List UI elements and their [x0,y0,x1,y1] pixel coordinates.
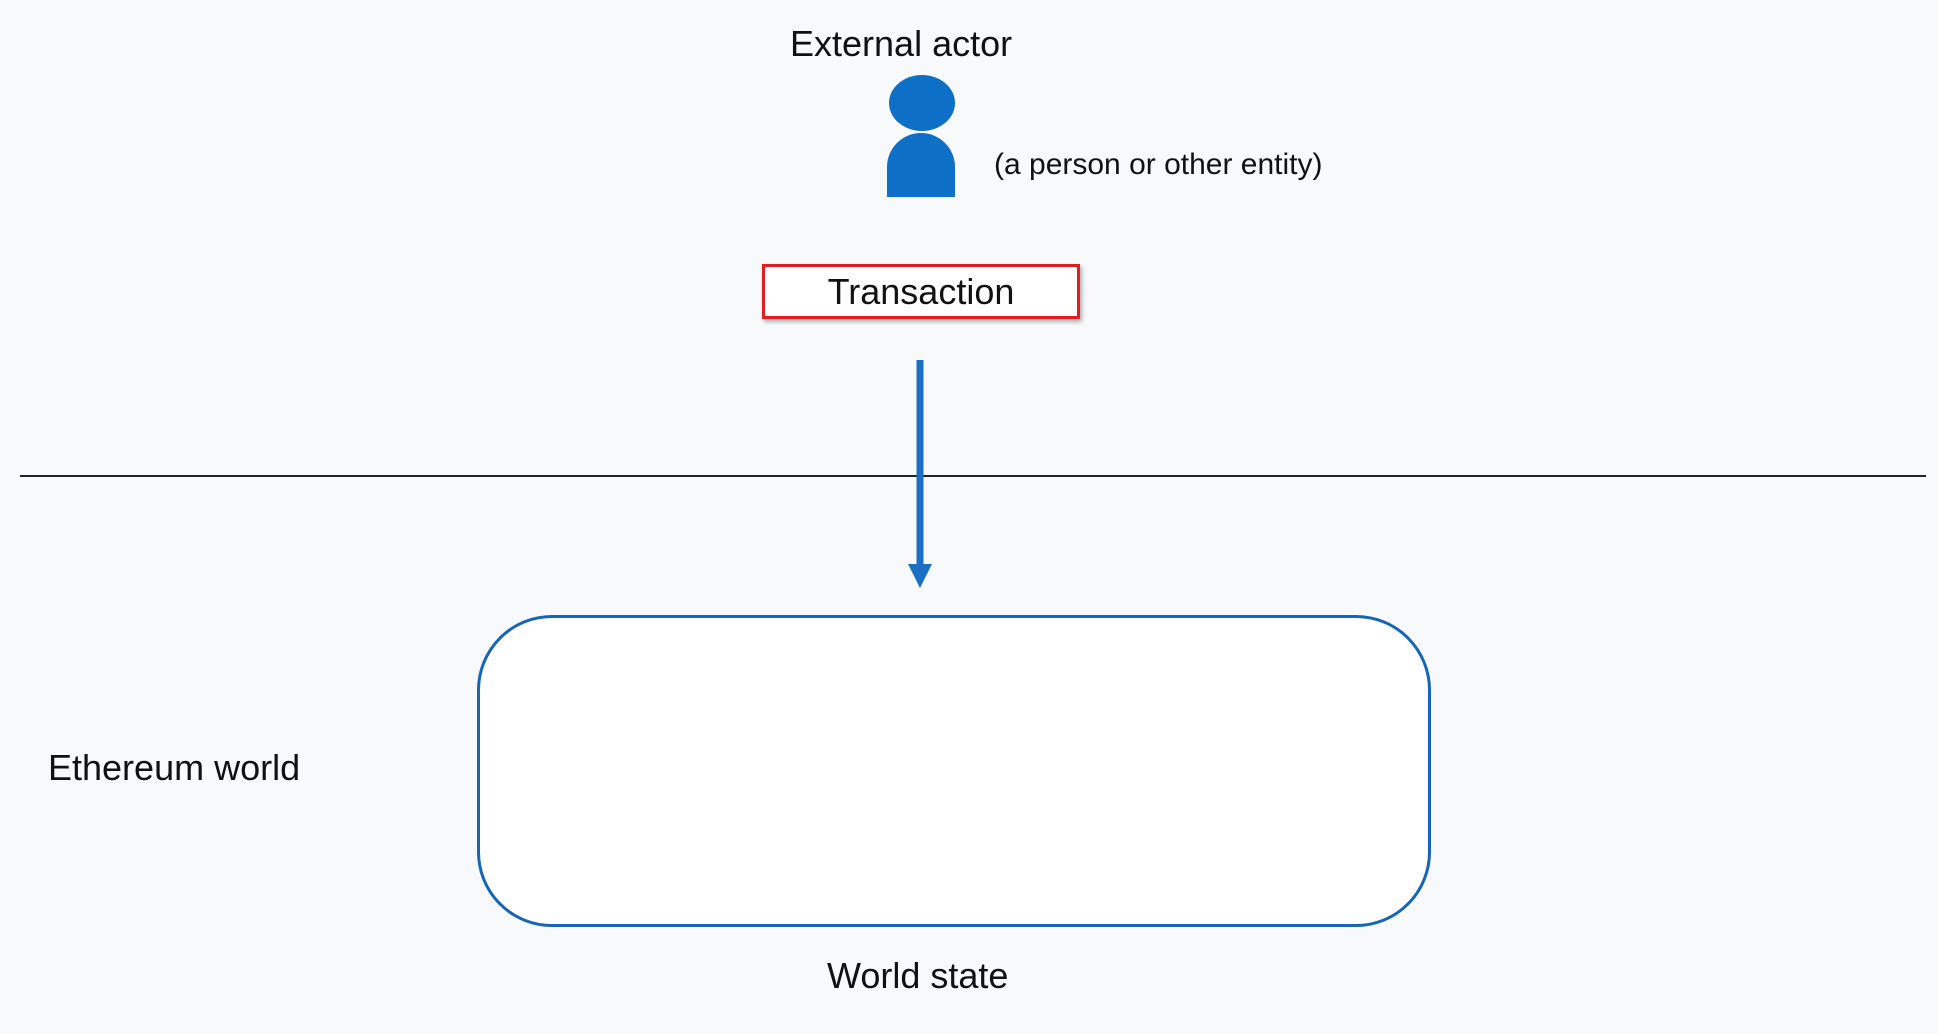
arrow-down-icon [908,360,932,588]
person-icon [887,75,957,197]
boundary-line [20,475,1926,477]
person-body [887,133,955,197]
transaction-box: Transaction [762,264,1080,319]
actor-title: External actor [790,23,1013,64]
world-state-label: World state [827,955,1009,996]
actor-note: (a person or other entity) [994,148,1323,181]
world-state-box [477,615,1431,927]
ethereum-world-label: Ethereum world [48,747,301,788]
transaction-label: Transaction [827,270,1015,312]
arrow-head [908,564,932,588]
person-head [889,75,955,131]
